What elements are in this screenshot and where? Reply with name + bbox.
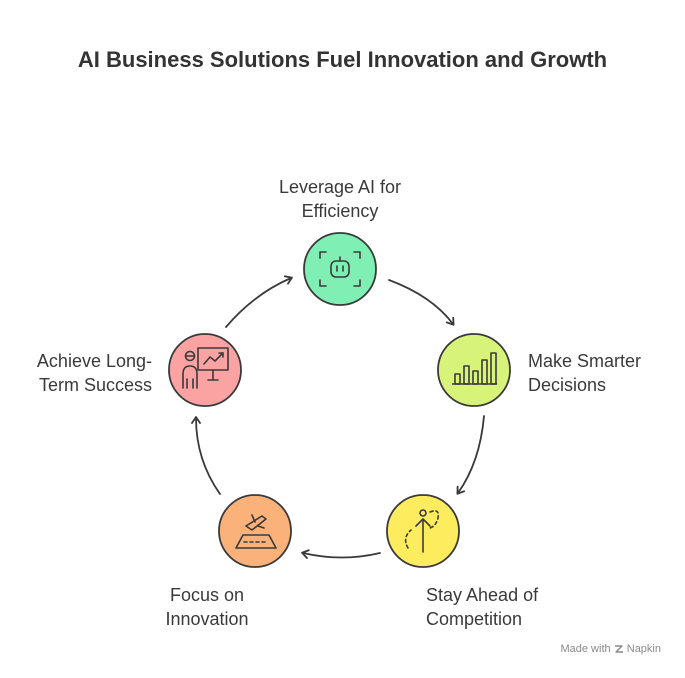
node-success <box>168 333 242 407</box>
node-label-decisions-line2: Decisions <box>528 375 607 395</box>
arrow-success-to-efficiency <box>225 275 293 328</box>
node-label-innovation: Focus on Innovation <box>137 583 277 631</box>
node-competition <box>386 494 460 568</box>
arrow-efficiency-to-decisions <box>388 279 455 326</box>
node-circle-decisions <box>437 333 511 407</box>
bar-chart-icon <box>452 352 497 385</box>
napkin-logo-icon <box>614 645 623 653</box>
node-label-efficiency: Leverage AI for Efficiency <box>240 175 440 223</box>
node-innovation <box>218 494 292 568</box>
launch-icon <box>235 514 277 549</box>
robot-icon <box>319 251 361 287</box>
node-label-efficiency-line2: Efficiency <box>301 201 379 221</box>
node-label-competition: Stay Ahead of Competition <box>426 583 586 631</box>
arrow-competition-to-innovation <box>301 549 381 559</box>
path-arrow-icon <box>404 509 440 553</box>
node-label-decisions: Make Smarter Decisions <box>528 349 678 397</box>
node-label-innovation-line2: Innovation <box>165 609 249 629</box>
node-label-competition-line2: Competition <box>426 609 523 629</box>
node-circle-efficiency <box>303 232 377 306</box>
node-decisions <box>437 333 511 407</box>
node-circle-innovation <box>218 494 292 568</box>
watermark: Made with Napkin <box>560 643 661 655</box>
node-label-decisions-line1: Make Smarter <box>528 351 642 371</box>
node-label-success-line2: Term Success <box>38 375 152 395</box>
node-label-competition-line1: Stay Ahead of <box>426 585 539 605</box>
node-label-success: Achieve Long- Term Success <box>2 349 152 397</box>
watermark-brand: Napkin <box>626 643 661 656</box>
node-label-success-line1: Achieve Long- <box>36 351 152 371</box>
diagram-title: AI Business Solutions Fuel Innovation an… <box>77 47 608 72</box>
node-label-efficiency-line1: Leverage AI for <box>278 177 402 197</box>
watermark-text: Made with <box>560 643 611 656</box>
arrow-decisions-to-competition <box>456 415 485 495</box>
node-efficiency <box>303 232 377 306</box>
node-label-innovation-line1: Focus on <box>169 585 245 605</box>
presenter-icon <box>182 347 229 389</box>
arrow-innovation-to-success <box>191 416 221 495</box>
